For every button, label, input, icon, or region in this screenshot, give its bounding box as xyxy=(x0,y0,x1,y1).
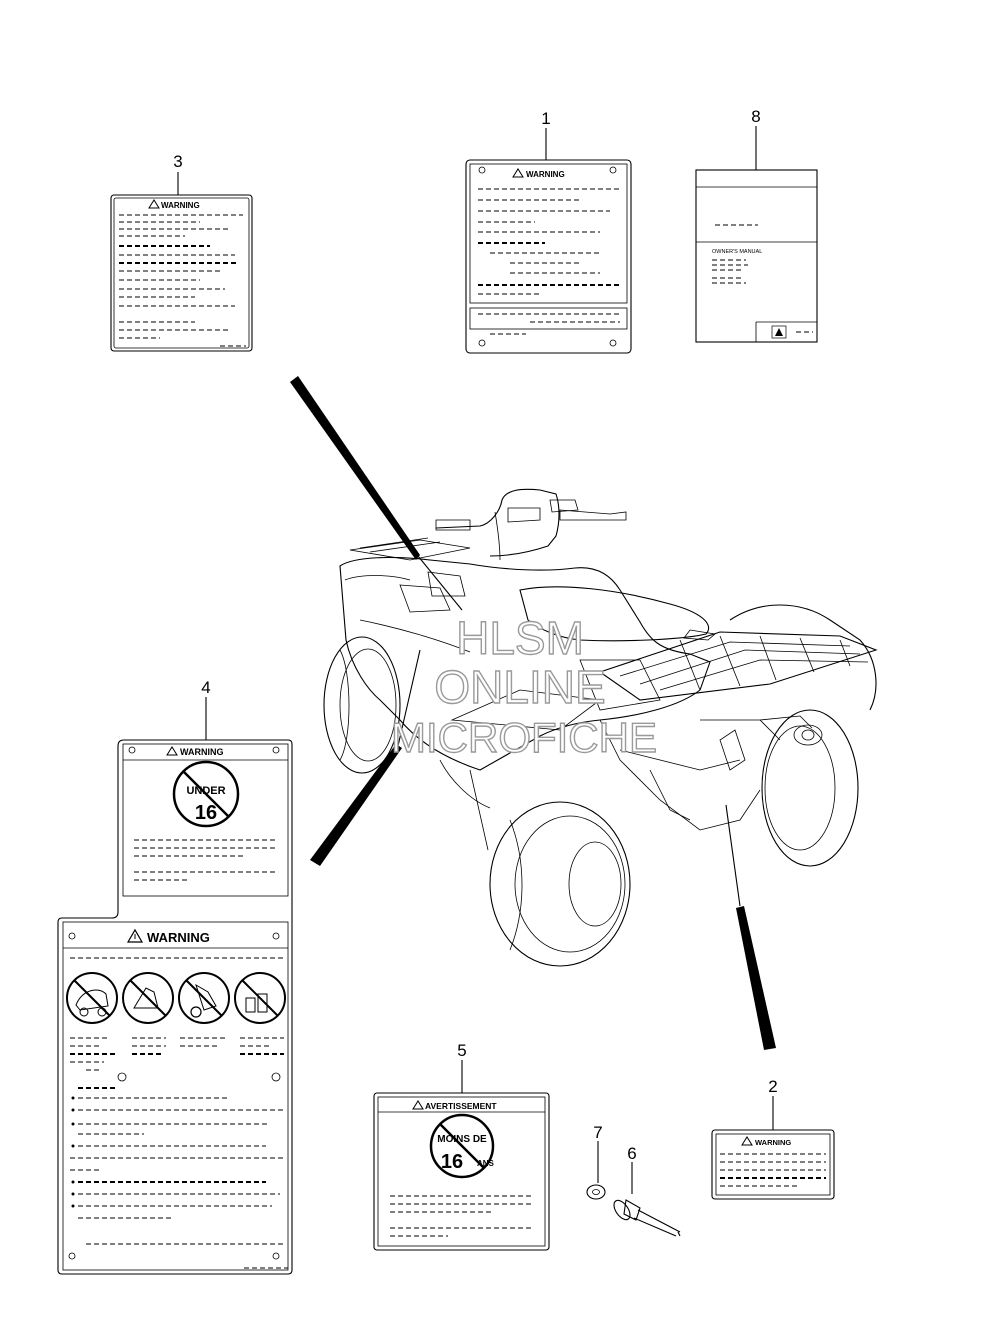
watermark-line-3: MICROFICHE xyxy=(391,714,657,761)
ans-text: ANS xyxy=(477,1159,495,1168)
callout-8: 8 xyxy=(751,107,760,126)
label-3-header: WARNING xyxy=(161,201,200,210)
watermark-line-2: ONLINE xyxy=(434,661,605,713)
callout-5: 5 xyxy=(457,1041,466,1060)
callout-1: 1 xyxy=(541,109,550,128)
label-4-top-header: WARNING xyxy=(180,747,224,757)
warning-triangle-icon xyxy=(512,168,524,178)
warning-triangle-icon xyxy=(412,1100,424,1110)
label-5-header: AVERTISSEMENT xyxy=(425,1101,497,1111)
part-7-washer[interactable]: 7 xyxy=(586,1123,606,1200)
no-under-16-icon: MOINS DE 16 ANS xyxy=(429,1113,495,1179)
warning-triangle-icon xyxy=(126,928,144,943)
no-under-16-icon: UNDER 16 xyxy=(172,760,240,828)
callout-2: 2 xyxy=(768,1077,777,1096)
no-passenger-icon xyxy=(66,972,118,1024)
part-6-rivet[interactable]: 6 xyxy=(611,1144,681,1237)
age-16-text-fr: 16 xyxy=(441,1151,463,1173)
moins-de-text: MOINS DE xyxy=(437,1134,487,1145)
label-1-header: WARNING xyxy=(526,170,565,179)
no-rider-under-age-icon xyxy=(178,972,230,1024)
part-8-owners-manual[interactable]: 8 OWNER'S MANUAL xyxy=(695,107,818,343)
part-3-warning-label[interactable]: 3 WARNING xyxy=(110,152,253,352)
part-1-warning-label[interactable]: 1 WARNING xyxy=(465,109,632,354)
part-2-warning-label[interactable]: 2 WARNING xyxy=(711,1077,835,1200)
warning-triangle-icon xyxy=(741,1136,753,1146)
callout-3: 3 xyxy=(173,152,182,171)
warning-triangle-icon xyxy=(148,199,160,209)
watermark: HLSM ONLINE MICROFICHE xyxy=(390,611,657,761)
under-text: UNDER xyxy=(186,785,225,797)
warning-triangle-icon xyxy=(166,746,178,756)
callout-4: 4 xyxy=(201,678,210,697)
manual-title: OWNER'S MANUAL xyxy=(712,249,762,255)
callout-7: 7 xyxy=(593,1123,602,1142)
leader-lines xyxy=(290,376,776,1050)
brand-logo-icon xyxy=(771,325,787,339)
atv-illustration xyxy=(323,488,878,967)
part-4-warning-label[interactable]: 4 WARNING UNDER 16 WARNING xyxy=(57,678,293,1275)
no-drugs-alcohol-icon xyxy=(234,972,286,1024)
watermark-line-1: HLSM xyxy=(456,612,584,664)
label-2-header: WARNING xyxy=(755,1138,791,1147)
age-16-text: 16 xyxy=(195,802,217,824)
no-paved-road-icon xyxy=(122,972,174,1024)
part-5-avertissement-label[interactable]: 5 AVERTISSEMENT MOINS DE 16 ANS xyxy=(373,1041,550,1251)
callout-6: 6 xyxy=(627,1144,636,1163)
label-4-main-header: WARNING xyxy=(147,930,210,945)
